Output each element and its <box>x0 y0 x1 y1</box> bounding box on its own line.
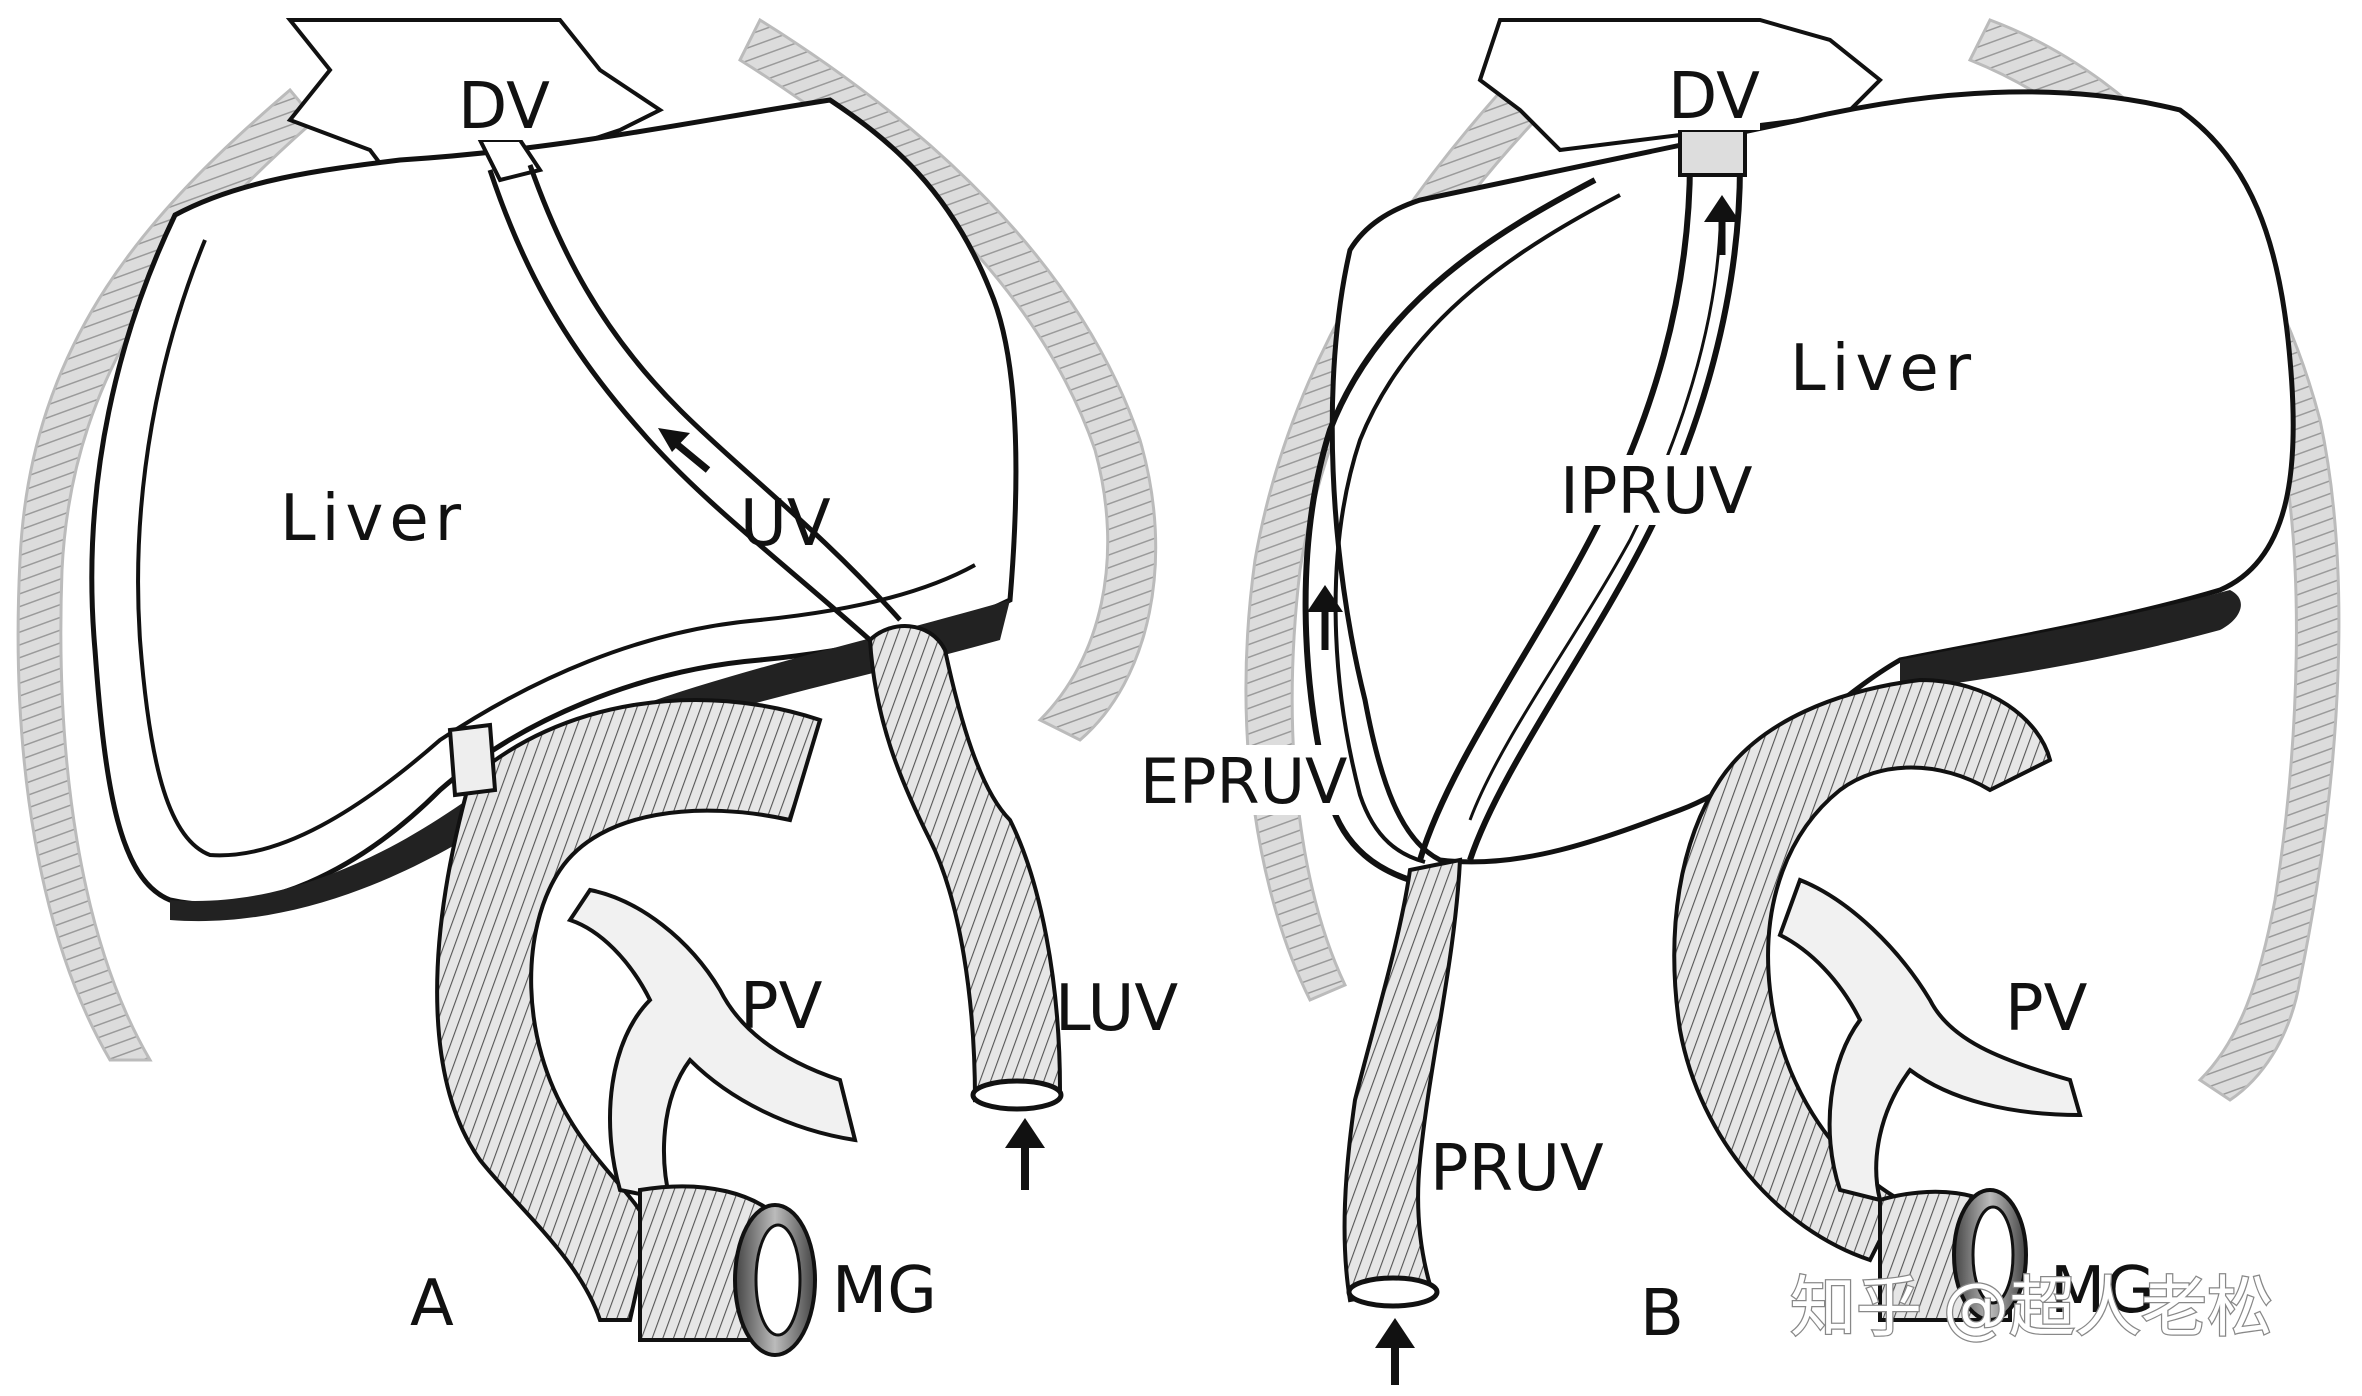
liver-inner-edge-a <box>136 239 976 858</box>
label-mg-b: MG <box>2050 1254 2155 1328</box>
portal-vein-branch-b <box>1777 877 2083 1203</box>
ipruv-vessel-b-lumen <box>1468 229 1722 821</box>
ipruv-vessel-b-wall <box>1467 164 1743 861</box>
midgut-b <box>1878 1188 2028 1322</box>
pruv-vessel-b <box>1342 857 1463 1303</box>
arrow-epruv-b <box>1307 585 1343 650</box>
pruv-opening-b <box>1346 1275 1440 1309</box>
label-pv-b: PV <box>2005 972 2088 1046</box>
panel-b: DV Liver IPRUV EPRUV PV PRUV MG B <box>1135 18 2341 1385</box>
portal-vein-branch-a <box>566 887 858 1203</box>
epruv-vessel-b <box>1302 177 1597 883</box>
arrow-pruv-b <box>1375 1318 1415 1385</box>
luv-opening-a <box>970 1078 1064 1112</box>
label-pruv-b: PRUV <box>1430 1132 1604 1206</box>
label-mg-a: MG <box>832 1254 937 1328</box>
watermark-text: 知乎 @超人老松 <box>1790 1269 2273 1346</box>
body-wall-right-a <box>738 17 1158 742</box>
panel-label-a: A <box>410 1267 454 1341</box>
label-epruv-b: EPRUV <box>1140 745 1347 818</box>
label-dv-a: DV <box>458 70 550 144</box>
label-uv-a: UV <box>740 487 831 561</box>
label-liver-b: Liver <box>1790 332 1977 406</box>
arrow-luv-a <box>1005 1118 1045 1190</box>
label-ipruv-b: IPRUV <box>1560 455 1753 529</box>
arrow-uv-a <box>658 428 711 473</box>
label-pv-a: PV <box>740 970 823 1044</box>
label-liver-a: Liver <box>280 482 467 556</box>
body-wall-left-a <box>16 87 318 1062</box>
label-dv-b: DV <box>1668 60 1760 134</box>
left-umbilical-vein-a <box>867 624 1063 1103</box>
portal-vein-b <box>1672 677 2053 1263</box>
ductus-venosus-b <box>1678 128 1747 177</box>
umbilical-vein-a <box>487 169 872 642</box>
arrow-dv-b <box>1704 195 1740 255</box>
portal-vein-a <box>435 698 823 1322</box>
umbilical-vein-a-wall <box>527 164 902 622</box>
vitelline-connection-a <box>447 722 498 798</box>
panel-label-b: B <box>1640 1277 1684 1351</box>
midgut-a <box>638 1184 817 1357</box>
label-luv-a: LUV <box>1055 972 1178 1046</box>
liver-underside-b <box>1900 590 2241 690</box>
epruv-vessel-b-wall <box>1333 193 1621 864</box>
panel-a: DV Liver UV PV LUV MG A <box>16 17 1178 1357</box>
